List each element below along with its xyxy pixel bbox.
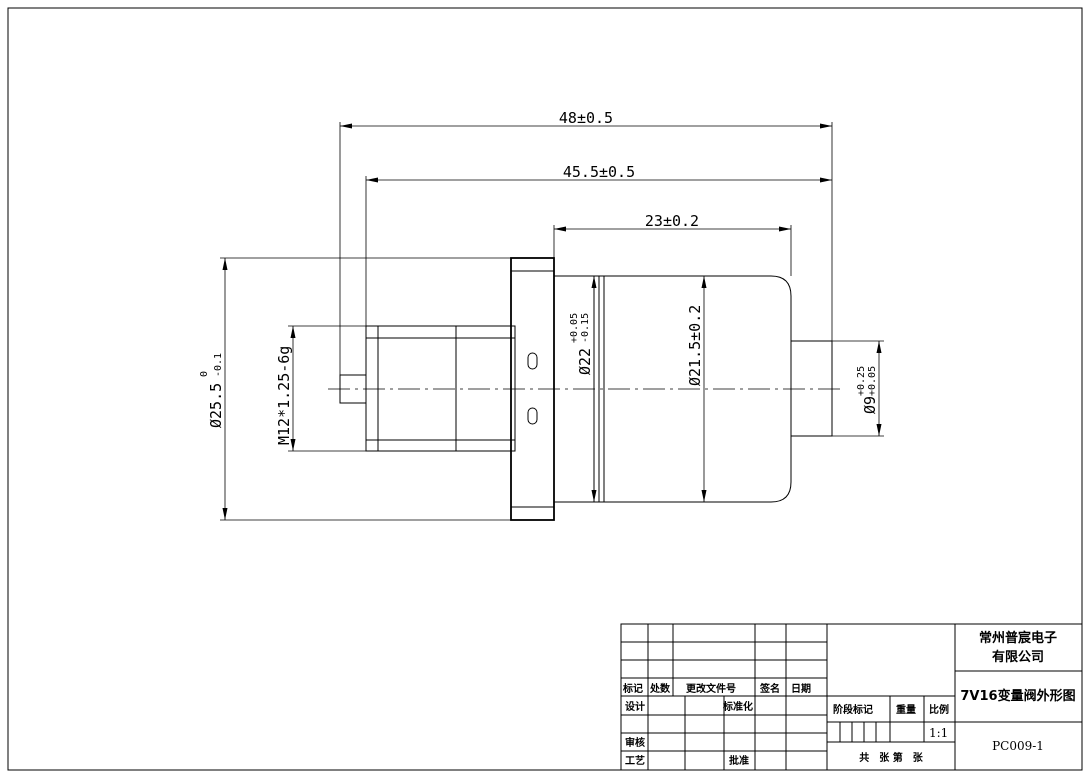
- tb-count-header: 处数: [649, 682, 671, 695]
- dim-thread: M12*1.25-6g: [275, 326, 296, 451]
- tb-drawing-title: 7V16变量阀外形图: [960, 688, 1075, 704]
- tb-scale-value: 1:1: [929, 726, 948, 740]
- extension-lines: [220, 122, 884, 521]
- dim-body-to-end: 45.5±0.5: [366, 163, 832, 183]
- dim-overall-length-label: 48±0.5: [559, 109, 613, 127]
- dim-thread-label: M12*1.25-6g: [275, 346, 293, 445]
- dim-seal-tol-lower: -0.15: [580, 313, 591, 343]
- dim-pin-tol-upper: +0.25: [856, 366, 867, 396]
- tb-mark-header: 标记: [622, 682, 643, 695]
- rear-pin: [790, 340, 833, 437]
- tb-sheets-label: 共 张 第 张: [859, 751, 923, 764]
- dim-flange-diameter: Ø25.5 0 -0.1: [199, 258, 228, 520]
- dim-overall-length: 48±0.5: [340, 109, 832, 129]
- dim-flange-tol-upper: 0: [199, 371, 210, 377]
- title-block: 标记 处数 更改文件号 签名 日期 设计 标准化 审核 工艺 批准 阶段标记 重…: [620, 623, 1083, 771]
- drawing-frame: [7, 7, 1083, 771]
- tb-approve-label: 批准: [729, 754, 749, 767]
- tb-date-header: 日期: [791, 682, 811, 695]
- dim-pin-diameter-label: Ø9: [861, 396, 879, 414]
- tb-stage-mark-label: 阶段标记: [833, 703, 873, 716]
- tb-process-label: 工艺: [625, 754, 645, 767]
- dim-body-diameter: Ø21.5±0.2: [686, 276, 707, 502]
- dim-seal-diameter-label: Ø22: [576, 348, 594, 375]
- flange-slot-upper: [527, 352, 538, 370]
- dim-pin-diameter: Ø9 +0.25 +0.05: [856, 341, 882, 436]
- dim-body-to-end-label: 45.5±0.5: [563, 163, 635, 181]
- tb-drawing-number: PC009-1: [992, 739, 1044, 753]
- tb-company-line1: 常州普宸电子: [979, 630, 1057, 646]
- tb-signature-header: 签名: [759, 682, 780, 695]
- tb-review-label: 审核: [625, 736, 645, 749]
- tb-design-label: 设计: [625, 700, 645, 713]
- tb-company-line2: 有限公司: [992, 649, 1044, 665]
- dim-pin-tol-lower: +0.05: [867, 366, 878, 396]
- tb-standardization-label: 标准化: [722, 700, 753, 713]
- dim-body-diameter-label: Ø21.5±0.2: [686, 305, 704, 386]
- threaded-section: [365, 325, 516, 452]
- tb-change-doc-header: 更改文件号: [686, 682, 736, 695]
- dim-body-length-label: 23±0.2: [645, 212, 699, 230]
- dim-seal-tol-upper: +0.05: [569, 313, 580, 343]
- main-body: [603, 275, 792, 503]
- tb-scale-label: 比例: [929, 703, 949, 716]
- tb-weight-label: 重量: [896, 703, 916, 716]
- flange-slot-lower: [527, 407, 538, 425]
- dim-flange-tol-lower: -0.1: [213, 353, 224, 377]
- dim-seal-diameter: Ø22 +0.05 -0.15: [569, 276, 597, 502]
- dim-body-length: 23±0.2: [554, 212, 791, 232]
- dim-flange-diameter-label: Ø25.5: [207, 383, 225, 428]
